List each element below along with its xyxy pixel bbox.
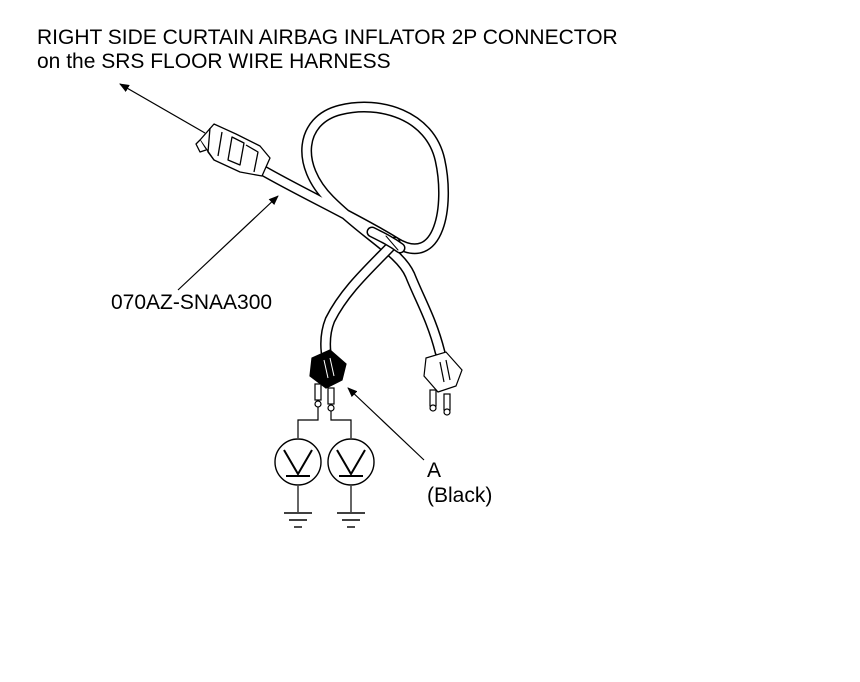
airbag-inflator-connector <box>195 123 271 177</box>
test-leads <box>297 407 352 512</box>
connector-a-black <box>309 349 347 412</box>
callout-a-color: (Black) <box>427 484 493 507</box>
part-number-leader-line <box>177 195 279 291</box>
ground-icon <box>284 512 312 528</box>
title-leader-line <box>119 83 206 134</box>
callout-a-leader-line <box>347 387 425 461</box>
voltmeter-icon <box>327 438 375 486</box>
voltmeter-icon <box>274 438 322 486</box>
diagram-title-line2: on the SRS FLOOR WIRE HARNESS <box>37 50 391 73</box>
harness-cable <box>256 101 450 358</box>
part-number-label: 070AZ-SNAA300 <box>111 291 273 314</box>
harness-end-connector <box>423 351 463 416</box>
callout-a-letter: A <box>427 459 442 482</box>
diagram-title-line1: RIGHT SIDE CURTAIN AIRBAG INFLATOR 2P CO… <box>37 26 618 49</box>
ground-icon <box>337 512 365 528</box>
